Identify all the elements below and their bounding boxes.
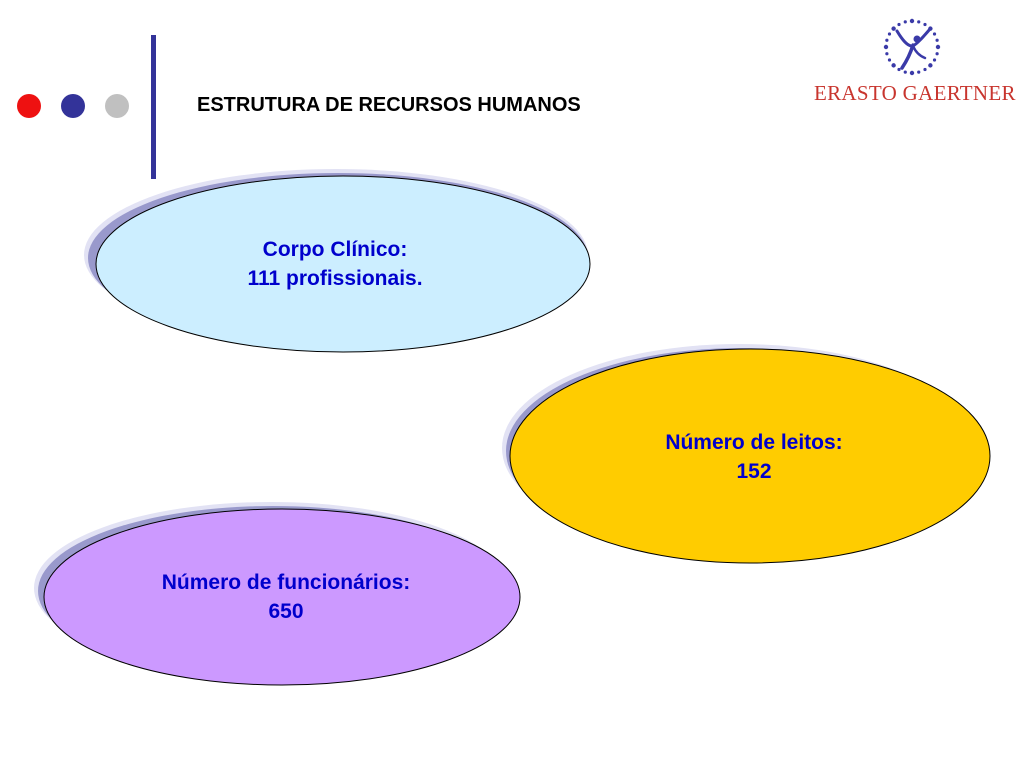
card-value: 152: [736, 460, 772, 483]
gray-bullet: [105, 94, 129, 118]
card-value: 111 profissionais.: [247, 267, 423, 290]
numero-leitos-card: Número de leitos: 152: [500, 340, 994, 565]
card-shape: [502, 344, 991, 564]
card-label: Número de funcionários:: [161, 571, 411, 594]
dancer-icon: [883, 18, 941, 76]
red-bullet: [17, 94, 41, 118]
title-divider: [151, 35, 156, 179]
page-title: ESTRUTURA DE RECURSOS HUMANOS: [197, 94, 581, 116]
card-shape: [84, 169, 591, 353]
corpo-clinico-card: Corpo Clínico: 111 profissionais.: [82, 167, 594, 353]
card-label: Número de leitos:: [665, 431, 843, 454]
numero-funcionarios-card: Número de funcionários: 650: [32, 500, 526, 686]
card-value: 650: [268, 600, 304, 623]
blue-bullet: [61, 94, 85, 118]
card-label: Corpo Clínico:: [262, 238, 408, 261]
card-shape: [34, 502, 521, 686]
logo-text: ERASTO GAERTNER: [814, 81, 1016, 105]
erasto-gaertner-logo: ERASTO GAERTNER: [814, 15, 1016, 111]
